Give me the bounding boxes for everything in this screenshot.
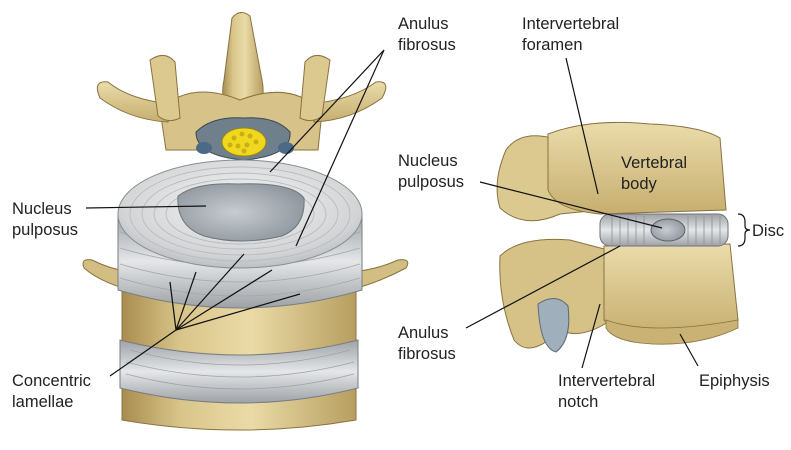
label-nucleus-pulposus-left: Nucleus pulposus [12,200,78,239]
lower-vertebral-body [604,244,738,336]
label-concentric-lamellae: Concentric lamellae [12,372,95,411]
label-anulus-fibrosus-top: Anulus fibrosus [398,15,456,54]
right-lateral-view [466,58,750,368]
lateral-nucleus-pulposus [651,219,685,241]
label-disc: Disc [752,222,784,240]
label-intervertebral-foramen: Intervertebral foramen [522,15,624,54]
right-nerve-root [278,142,294,154]
left-nerve-root [196,142,212,154]
label-nucleus-pulposus-right: Nucleus pulposus [398,152,464,191]
label-intervertebral-notch: Intervertebral notch [558,372,660,411]
nucleus-pulposus [178,184,304,241]
disc-bracket [738,214,750,246]
left-superior-view [83,12,408,430]
label-anulus-fibrosus-right: Anulus fibrosus [398,324,456,363]
label-epiphysis: Epiphysis [699,372,770,390]
